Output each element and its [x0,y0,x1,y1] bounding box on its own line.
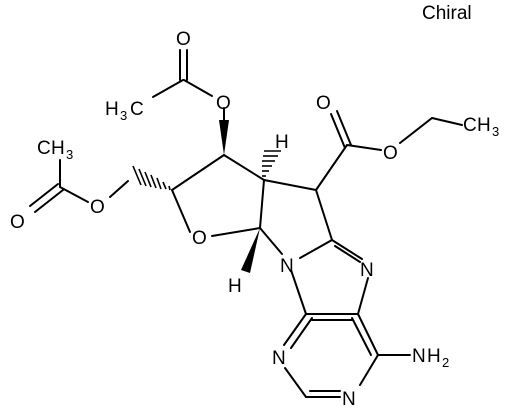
bond-c8-n-imidazole-a [331,239,363,260]
label-n-imidazole: N [360,260,374,281]
label-h-bottom: H [228,276,242,297]
atom-labels: O O H 3 C O O O C H 3 H H O O C H 3 N N … [10,29,499,410]
bond-n-bridge-c8 [299,239,333,259]
bond-c6-c5-a [357,313,379,356]
label-ester-o-side: O [90,197,105,218]
bond-carbonyl-ester-o-top [183,79,213,97]
label-n-pyrimidine-bottom: N [342,389,356,410]
bonds [29,49,463,398]
bond-ch2-ester-o-side [109,180,129,198]
bond-ester-o-ch2-ethyl [399,117,433,144]
label-n-bridge: N [280,256,294,277]
bond-ch-c8 [315,189,333,241]
bond-c2-c3 [223,154,265,181]
label-amine-h: H [427,346,441,367]
bond-c4a-n3-b [290,317,313,349]
bond-c4-ring-o [211,227,261,237]
label-ester-o-acetyl-top: O [216,93,231,114]
label-ch3-side-c: C [37,138,51,159]
label-carbonyl-o-ethyl: O [316,93,331,114]
label-ring-o: O [192,228,207,249]
bond-carbonyl-double-side-b [34,189,64,213]
bond-c3-ch [263,179,317,191]
wedge-c2-o-top [219,120,229,155]
bond-ch3-carbonyl-top [152,79,184,98]
bond-n-bridge-c4a [290,269,307,315]
label-ch3-ethyl-sub: 3 [492,124,499,139]
bond-carbonyl-double-side-a [29,183,59,207]
hash-c1-ch2 [132,165,171,191]
bond-n1-c6 [359,354,379,386]
label-ch3-top-c: C [130,99,144,120]
bond-c4-n-bridge [259,227,283,255]
chiral-label: Chiral [422,3,472,24]
bond-carbonyl-ester-o-ethyl [346,144,382,151]
label-carbonyl-o-acetyl-top: O [176,29,191,50]
label-ch3-side-sub: 3 [66,147,73,162]
bond-c4a-n3-a [283,313,307,346]
label-ch3-ethyl-h: H [477,115,491,136]
label-ester-o-ethyl: O [383,143,398,164]
bond-carbonyl-double-ethyl-a [330,113,346,149]
bond-n-imidazole-c5 [357,277,369,315]
label-h-top: H [275,132,289,153]
label-n-pyrimidine-left: N [272,348,286,369]
bond-c3-c4 [259,179,265,229]
bond-ring-o-c1 [171,189,191,233]
hash-c3-h-top [262,150,281,177]
label-ch3-top-sub: 3 [120,108,127,123]
bond-c8-n-imidazole-b [334,245,361,263]
wedge-c4-h-bottom [241,228,260,273]
label-amine-n: N [412,346,426,367]
bond-ch2-ch3-ethyl [431,117,463,126]
bond-ester-o-side-carbonyl [59,186,89,203]
label-ch3-top-h: H [105,99,119,120]
bond-c6-c5-b [351,317,372,356]
label-amine-sub: 2 [442,355,449,370]
label-ch3-side-h: H [51,138,65,159]
bond-ch-carbonyl-ethyl [315,144,348,191]
bond-carbonyl-double-ethyl-b [336,110,352,146]
label-ch3-ethyl-c: C [463,115,477,136]
bond-c1-c2 [171,154,225,191]
stereo-bonds [132,120,281,273]
bond-n3-c2 [284,367,307,398]
label-carbonyl-o-side: O [10,212,25,233]
